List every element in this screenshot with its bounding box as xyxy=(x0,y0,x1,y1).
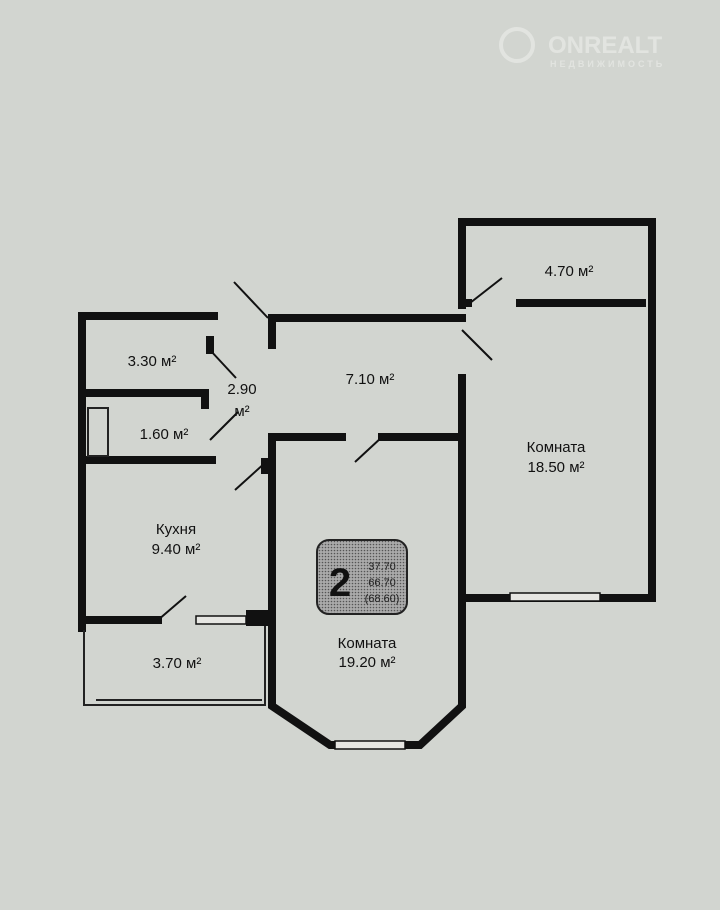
hall-area-unit: м² xyxy=(234,403,249,420)
hall-area-value: 2.90 xyxy=(227,381,256,398)
room1-name: Комната xyxy=(527,439,586,456)
storage-area: 4.70 м² xyxy=(545,263,594,280)
logo-house-icon xyxy=(499,27,535,63)
room-labels: 4.70 м² 3.30 м² 2.90 м² 1.60 м² 7.10 м² … xyxy=(128,263,594,672)
kitchen-name: Кухня xyxy=(156,521,196,538)
watermark-subtitle: НЕДВИЖИМОСТЬ xyxy=(550,59,665,69)
room2-area: 19.20 м² xyxy=(338,654,395,671)
watermark: ONREALT НЕДВИЖИМОСТЬ xyxy=(499,27,665,69)
apartment-badge: 2 37.70 66.70 (68.60) xyxy=(316,539,408,615)
badge-total-with-balcony: (68.60) xyxy=(365,593,400,605)
badge-living-area: 37.70 xyxy=(368,561,396,573)
windows-doors xyxy=(83,277,601,750)
room2-name: Комната xyxy=(338,635,397,652)
watermark-brand: ONREALT xyxy=(548,32,663,59)
badge-total-area: 66.70 xyxy=(368,577,396,589)
bathroom-area: 3.30 м² xyxy=(128,353,177,370)
room1-area: 18.50 м² xyxy=(527,459,584,476)
kitchen-area: 9.40 м² xyxy=(152,541,201,558)
wc-area: 1.60 м² xyxy=(140,426,189,443)
balcony-area: 3.70 м² xyxy=(153,655,202,672)
corridor-area: 7.10 м² xyxy=(346,371,395,388)
badge-rooms: 2 xyxy=(329,561,351,605)
